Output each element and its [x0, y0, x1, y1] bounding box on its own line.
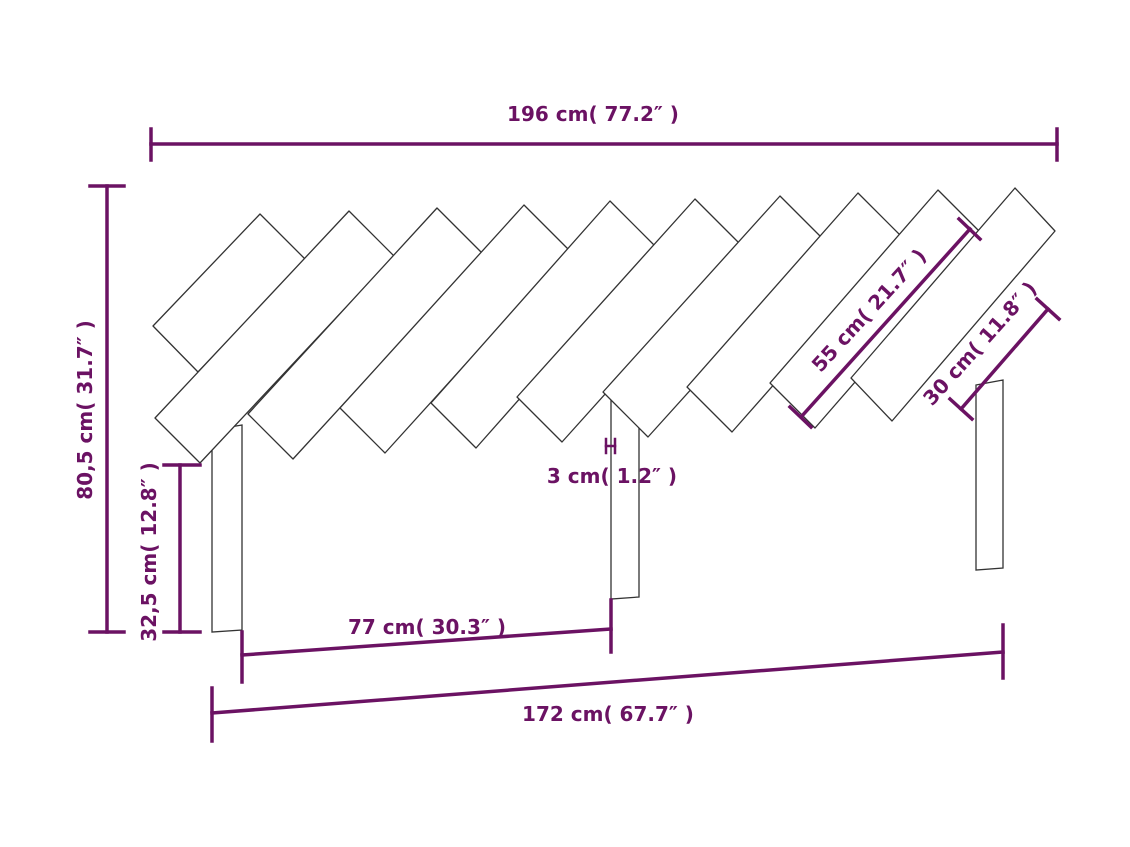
leg-spacing-dimension: 77 cm( 30.3″ ) — [240, 598, 613, 684]
headboard-legs — [211, 379, 1004, 633]
plank-10 — [850, 187, 1056, 422]
leg-height-label: 32,5 cm( 12.8″ ) — [137, 462, 161, 642]
middle-leg — [610, 397, 640, 600]
headboard-planks — [152, 187, 1056, 464]
overall-width-dimension: 196 cm( 77.2″ ) — [149, 102, 1059, 162]
thickness-dimension: 3 cm( 1.2″ ) — [547, 437, 677, 488]
left-leg — [211, 424, 243, 633]
leg-span-dimension: 172 cm( 67.7″ ) — [210, 623, 1005, 743]
overall-height-dimension: 80,5 cm( 31.7″ ) — [73, 184, 126, 634]
leg-height-dimension: 32,5 cm( 12.8″ ) — [137, 462, 202, 642]
right-leg — [975, 379, 1004, 571]
overall-width-label: 196 cm( 77.2″ ) — [507, 102, 679, 126]
overall-height-label: 80,5 cm( 31.7″ ) — [73, 320, 97, 500]
leg-span-label: 172 cm( 67.7″ ) — [522, 702, 694, 726]
thickness-label: 3 cm( 1.2″ ) — [547, 464, 677, 488]
leg-spacing-label: 77 cm( 30.3″ ) — [348, 615, 506, 639]
